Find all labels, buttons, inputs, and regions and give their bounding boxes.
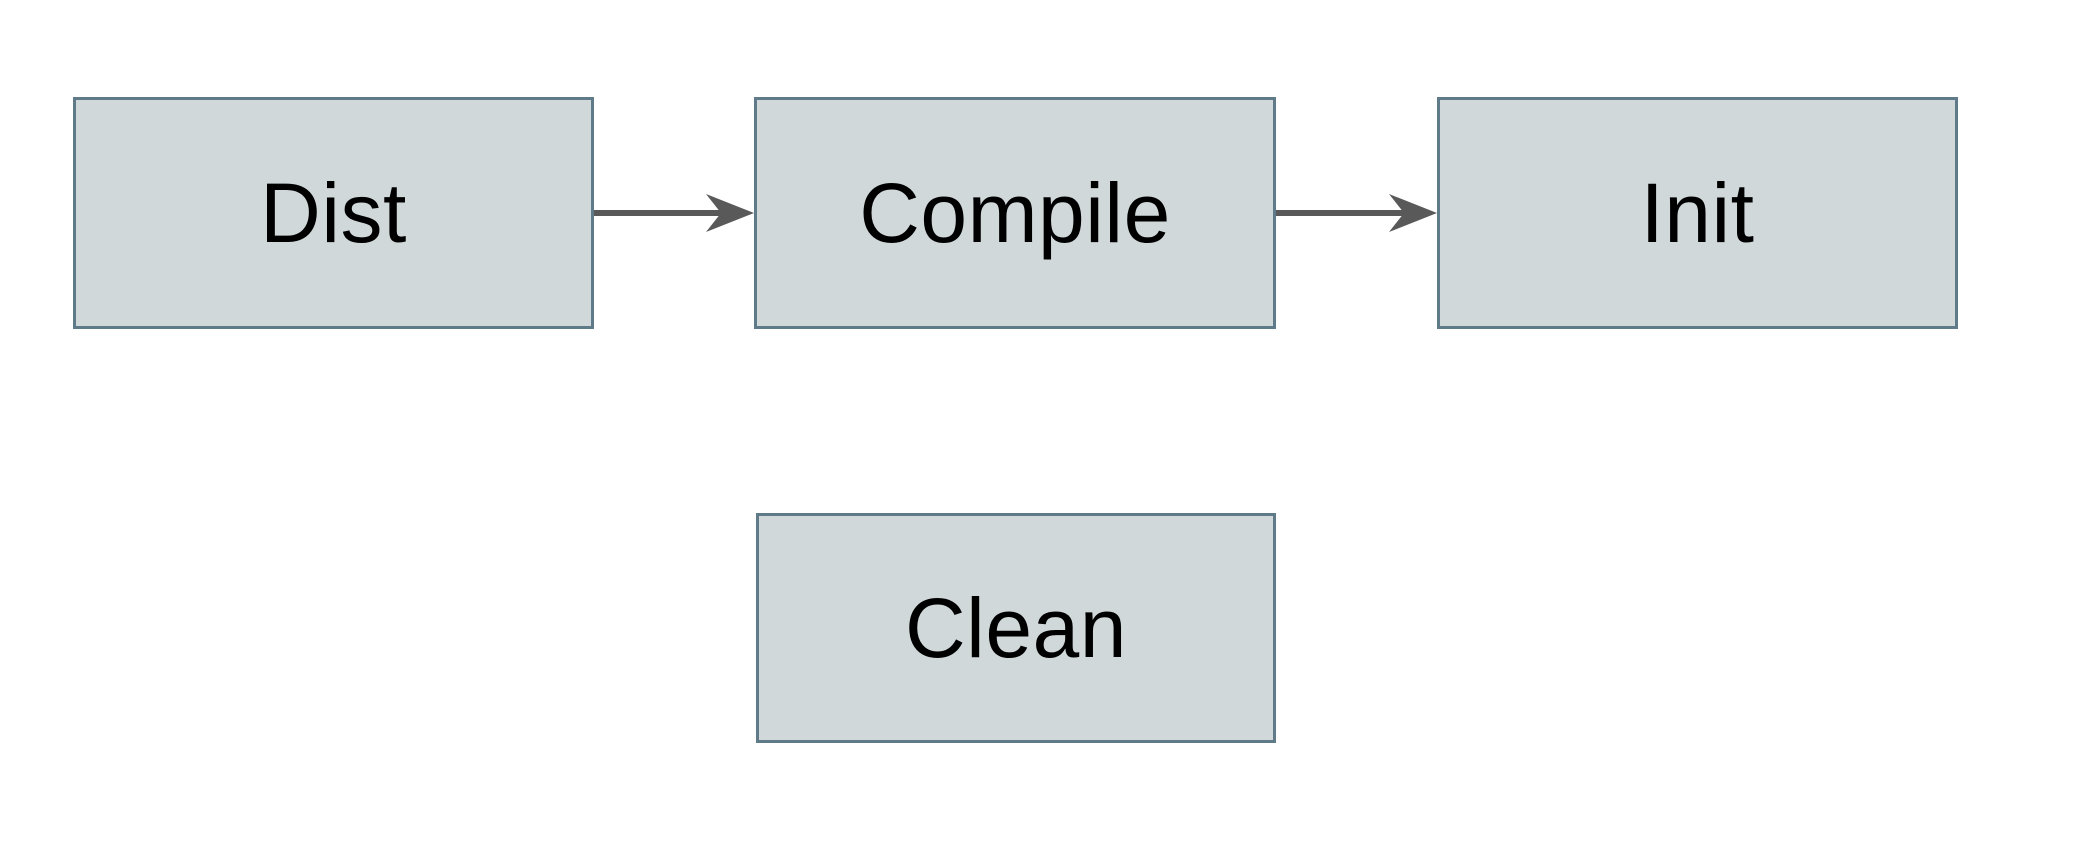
arrow-dist-to-compile [594,194,754,232]
arrowhead-icon [1389,194,1437,232]
node-clean: Clean [756,513,1276,743]
node-dist-label: Dist [260,166,407,260]
node-compile: Compile [754,97,1276,329]
arrowhead-icon [706,194,754,232]
node-clean-label: Clean [905,581,1127,675]
node-compile-label: Compile [859,166,1171,260]
node-dist: Dist [73,97,594,329]
node-init-label: Init [1640,166,1755,260]
node-init: Init [1437,97,1958,329]
arrow-compile-to-init [1276,194,1437,232]
